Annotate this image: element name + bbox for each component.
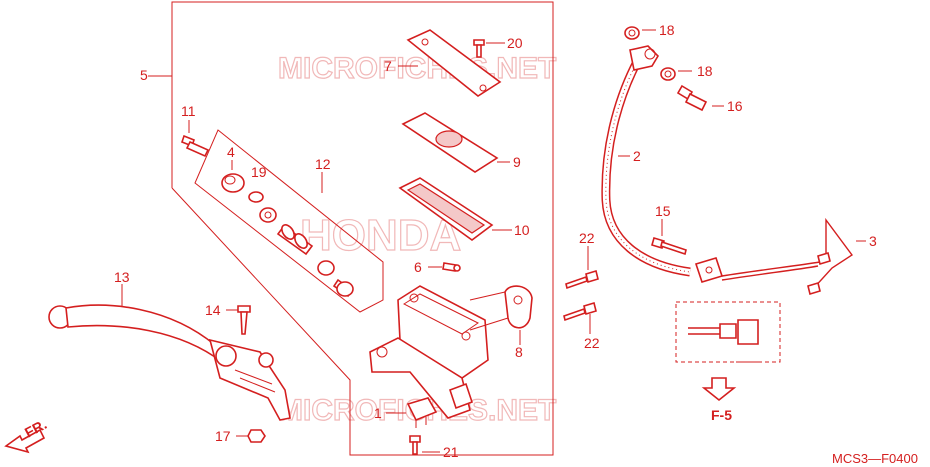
label-part-8: 8 bbox=[515, 344, 523, 360]
label-part-15: 15 bbox=[655, 203, 671, 219]
plate-part-9 bbox=[401, 112, 510, 173]
piston-kit-outline bbox=[194, 129, 384, 313]
screw-part-6 bbox=[428, 262, 461, 272]
master-cylinder-group-outline bbox=[171, 1, 554, 456]
circlip-part-19 bbox=[248, 191, 264, 203]
bolt-part-15 bbox=[651, 219, 687, 256]
brake-lever-part-13 bbox=[48, 284, 291, 421]
washer-part-18-lower bbox=[660, 67, 692, 81]
holder-part-8 bbox=[469, 285, 533, 345]
bolt-part-22-lower bbox=[563, 301, 597, 334]
label-part-14: 14 bbox=[205, 302, 221, 318]
label-part-3: 3 bbox=[869, 233, 877, 249]
switch-part-1 bbox=[386, 397, 438, 428]
label-part-22-lower: 22 bbox=[584, 335, 600, 351]
bolt-part-11 bbox=[181, 120, 210, 158]
label-part-22-upper: 22 bbox=[579, 230, 595, 246]
diagram-code: MCS3—F0400 bbox=[832, 451, 918, 466]
watermark-top: MICROFICHES.NET bbox=[278, 52, 556, 85]
label-part-19: 19 bbox=[251, 164, 267, 180]
reference-label: F-5 bbox=[711, 407, 732, 423]
label-part-17: 17 bbox=[215, 428, 231, 444]
nut-part-17 bbox=[236, 429, 266, 443]
oil-bolt-part-16 bbox=[676, 84, 724, 112]
joint-and-brake-pipe-part-3 bbox=[694, 217, 866, 296]
master-cylinder-body bbox=[369, 285, 489, 419]
diaphragm-part-10 bbox=[398, 177, 512, 241]
bolt-part-22-upper bbox=[565, 246, 599, 290]
watermark-middle: HONDA bbox=[300, 211, 461, 260]
label-part-18-upper: 18 bbox=[659, 22, 675, 38]
boot-part-4 bbox=[221, 160, 245, 193]
label-part-10: 10 bbox=[514, 222, 530, 238]
label-part-13: 13 bbox=[114, 269, 130, 285]
label-part-12: 12 bbox=[315, 156, 331, 172]
brake-hose-part-2 bbox=[601, 45, 691, 277]
label-part-9: 9 bbox=[513, 154, 521, 170]
label-part-4: 4 bbox=[227, 144, 235, 160]
label-part-18-lower: 18 bbox=[697, 63, 713, 79]
screw-part-21 bbox=[409, 435, 440, 455]
piston-internals bbox=[259, 207, 354, 298]
label-part-5: 5 bbox=[140, 67, 148, 83]
label-part-6: 6 bbox=[414, 259, 422, 275]
label-part-20: 20 bbox=[507, 35, 523, 51]
label-part-2: 2 bbox=[633, 148, 641, 164]
label-part-1: 1 bbox=[374, 405, 382, 421]
washer-part-18-upper bbox=[624, 26, 656, 40]
reservoir-cap-part-7 bbox=[398, 29, 502, 97]
front-direction-arrow-icon bbox=[4, 428, 46, 454]
screw-part-20 bbox=[473, 39, 505, 58]
label-part-21: 21 bbox=[443, 444, 459, 460]
label-part-11: 11 bbox=[181, 103, 196, 119]
label-part-16: 16 bbox=[727, 98, 743, 114]
pivot-bolt-part-14 bbox=[226, 305, 251, 335]
reference-box bbox=[675, 301, 781, 402]
label-part-7: 7 bbox=[384, 58, 392, 74]
